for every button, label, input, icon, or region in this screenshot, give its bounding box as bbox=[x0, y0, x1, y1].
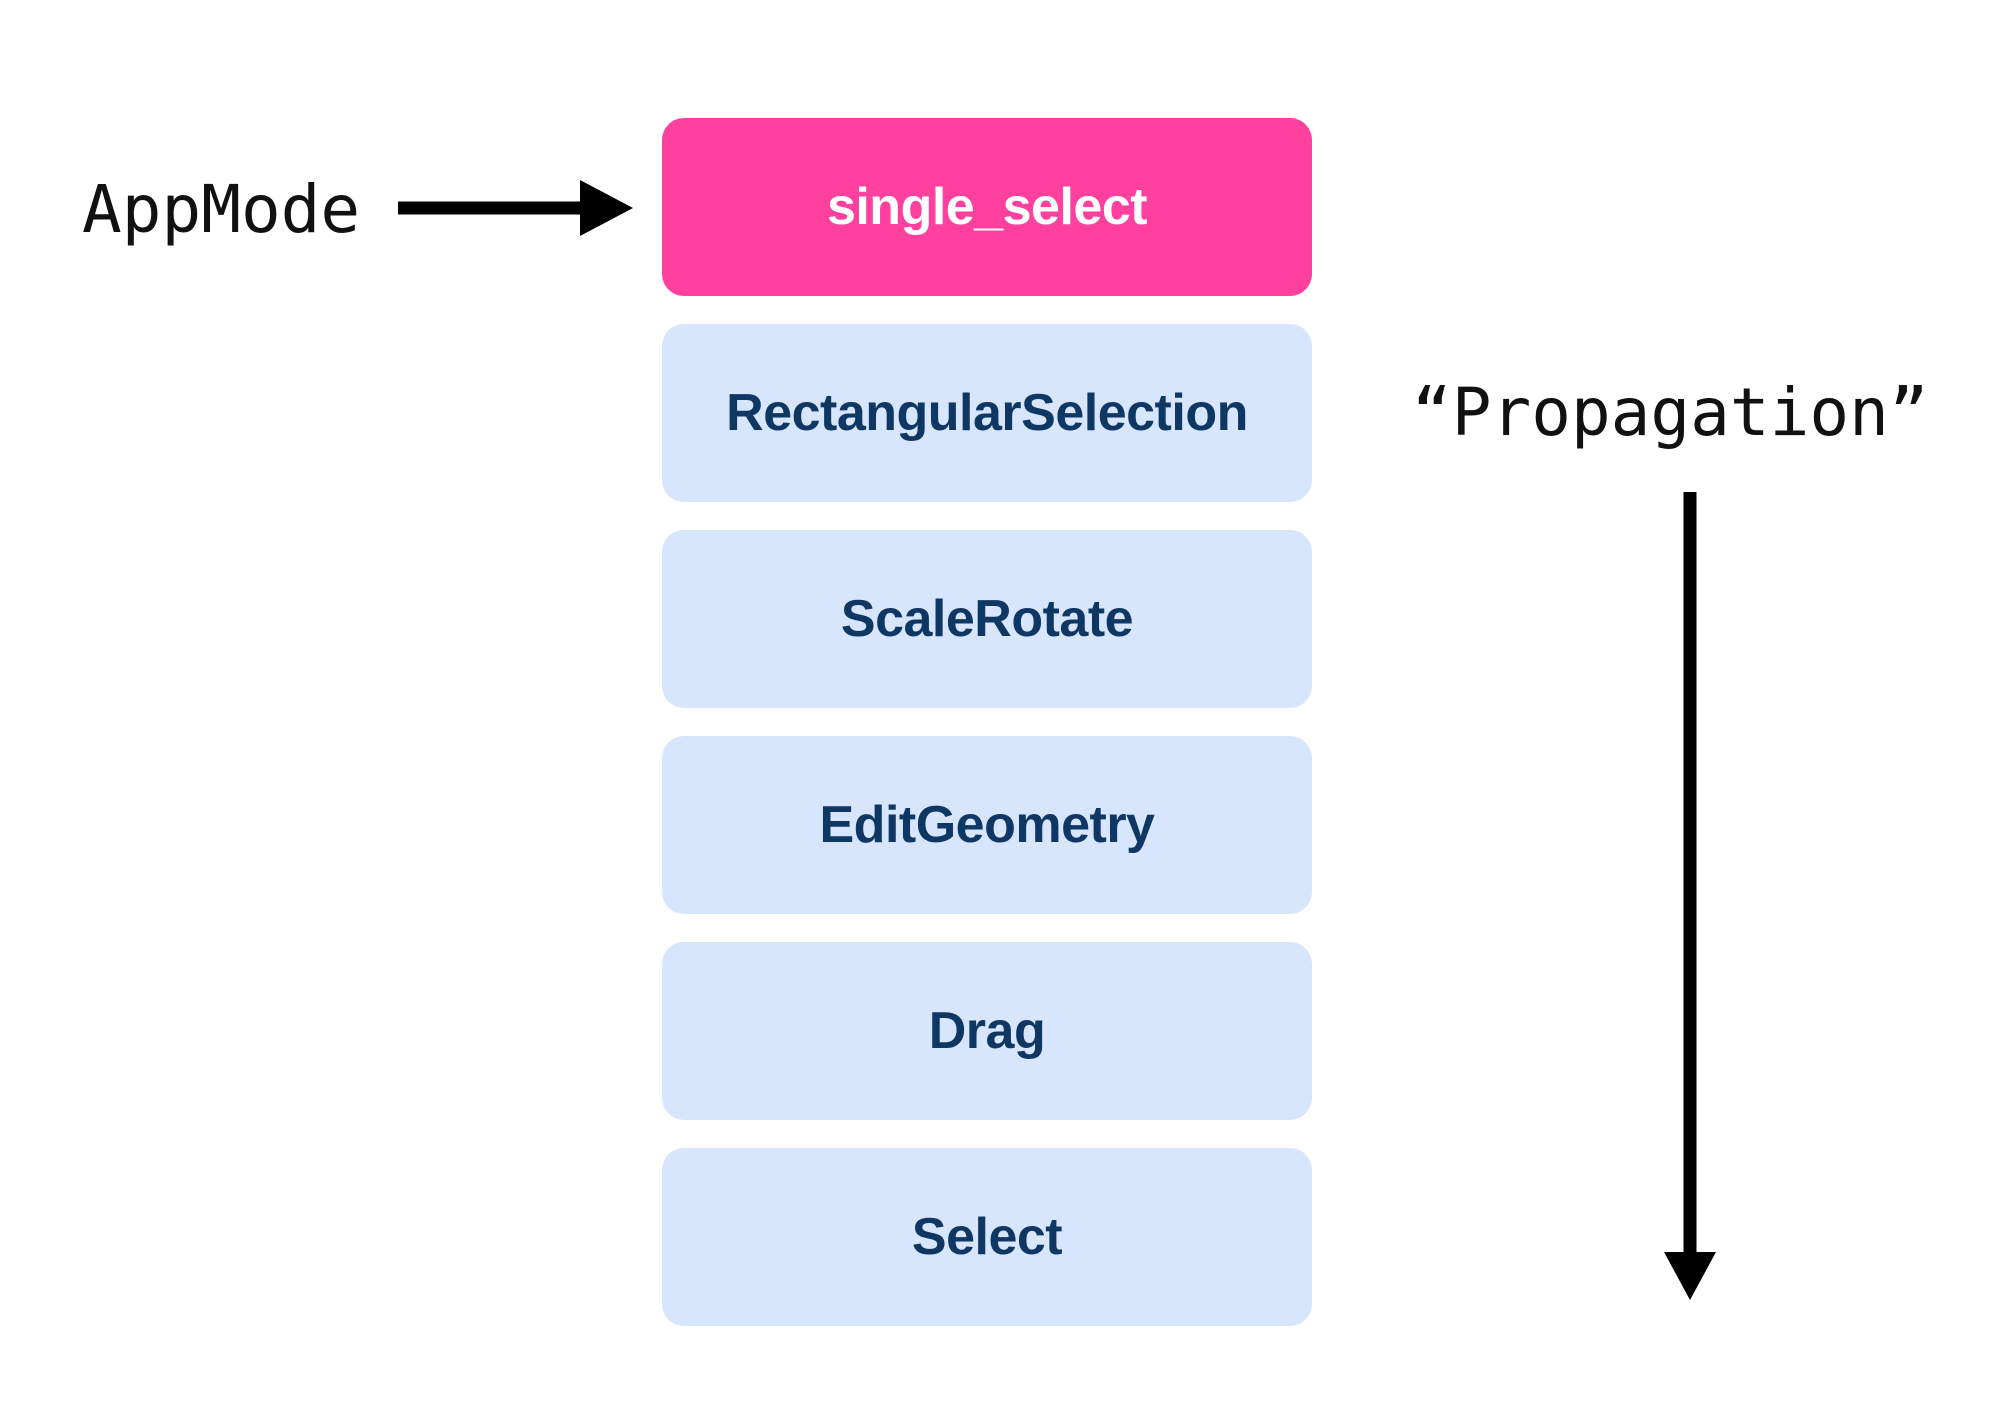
propagation-label: “Propagation” bbox=[1412, 374, 1929, 451]
interaction-stack: single_select RectangularSelection Scale… bbox=[662, 118, 1312, 1354]
stack-item-drag: Drag bbox=[662, 942, 1312, 1120]
propagation-arrow-icon bbox=[1664, 492, 1716, 1300]
stack-item-edit-geometry: EditGeometry bbox=[662, 736, 1312, 914]
appmode-arrow-icon bbox=[398, 180, 633, 236]
stack-item-select: Select bbox=[662, 1148, 1312, 1326]
stack-item-rectangular-selection: RectangularSelection bbox=[662, 324, 1312, 502]
stack-item-scale-rotate: ScaleRotate bbox=[662, 530, 1312, 708]
stack-item-single-select: single_select bbox=[662, 118, 1312, 296]
appmode-label: AppMode bbox=[82, 171, 361, 248]
